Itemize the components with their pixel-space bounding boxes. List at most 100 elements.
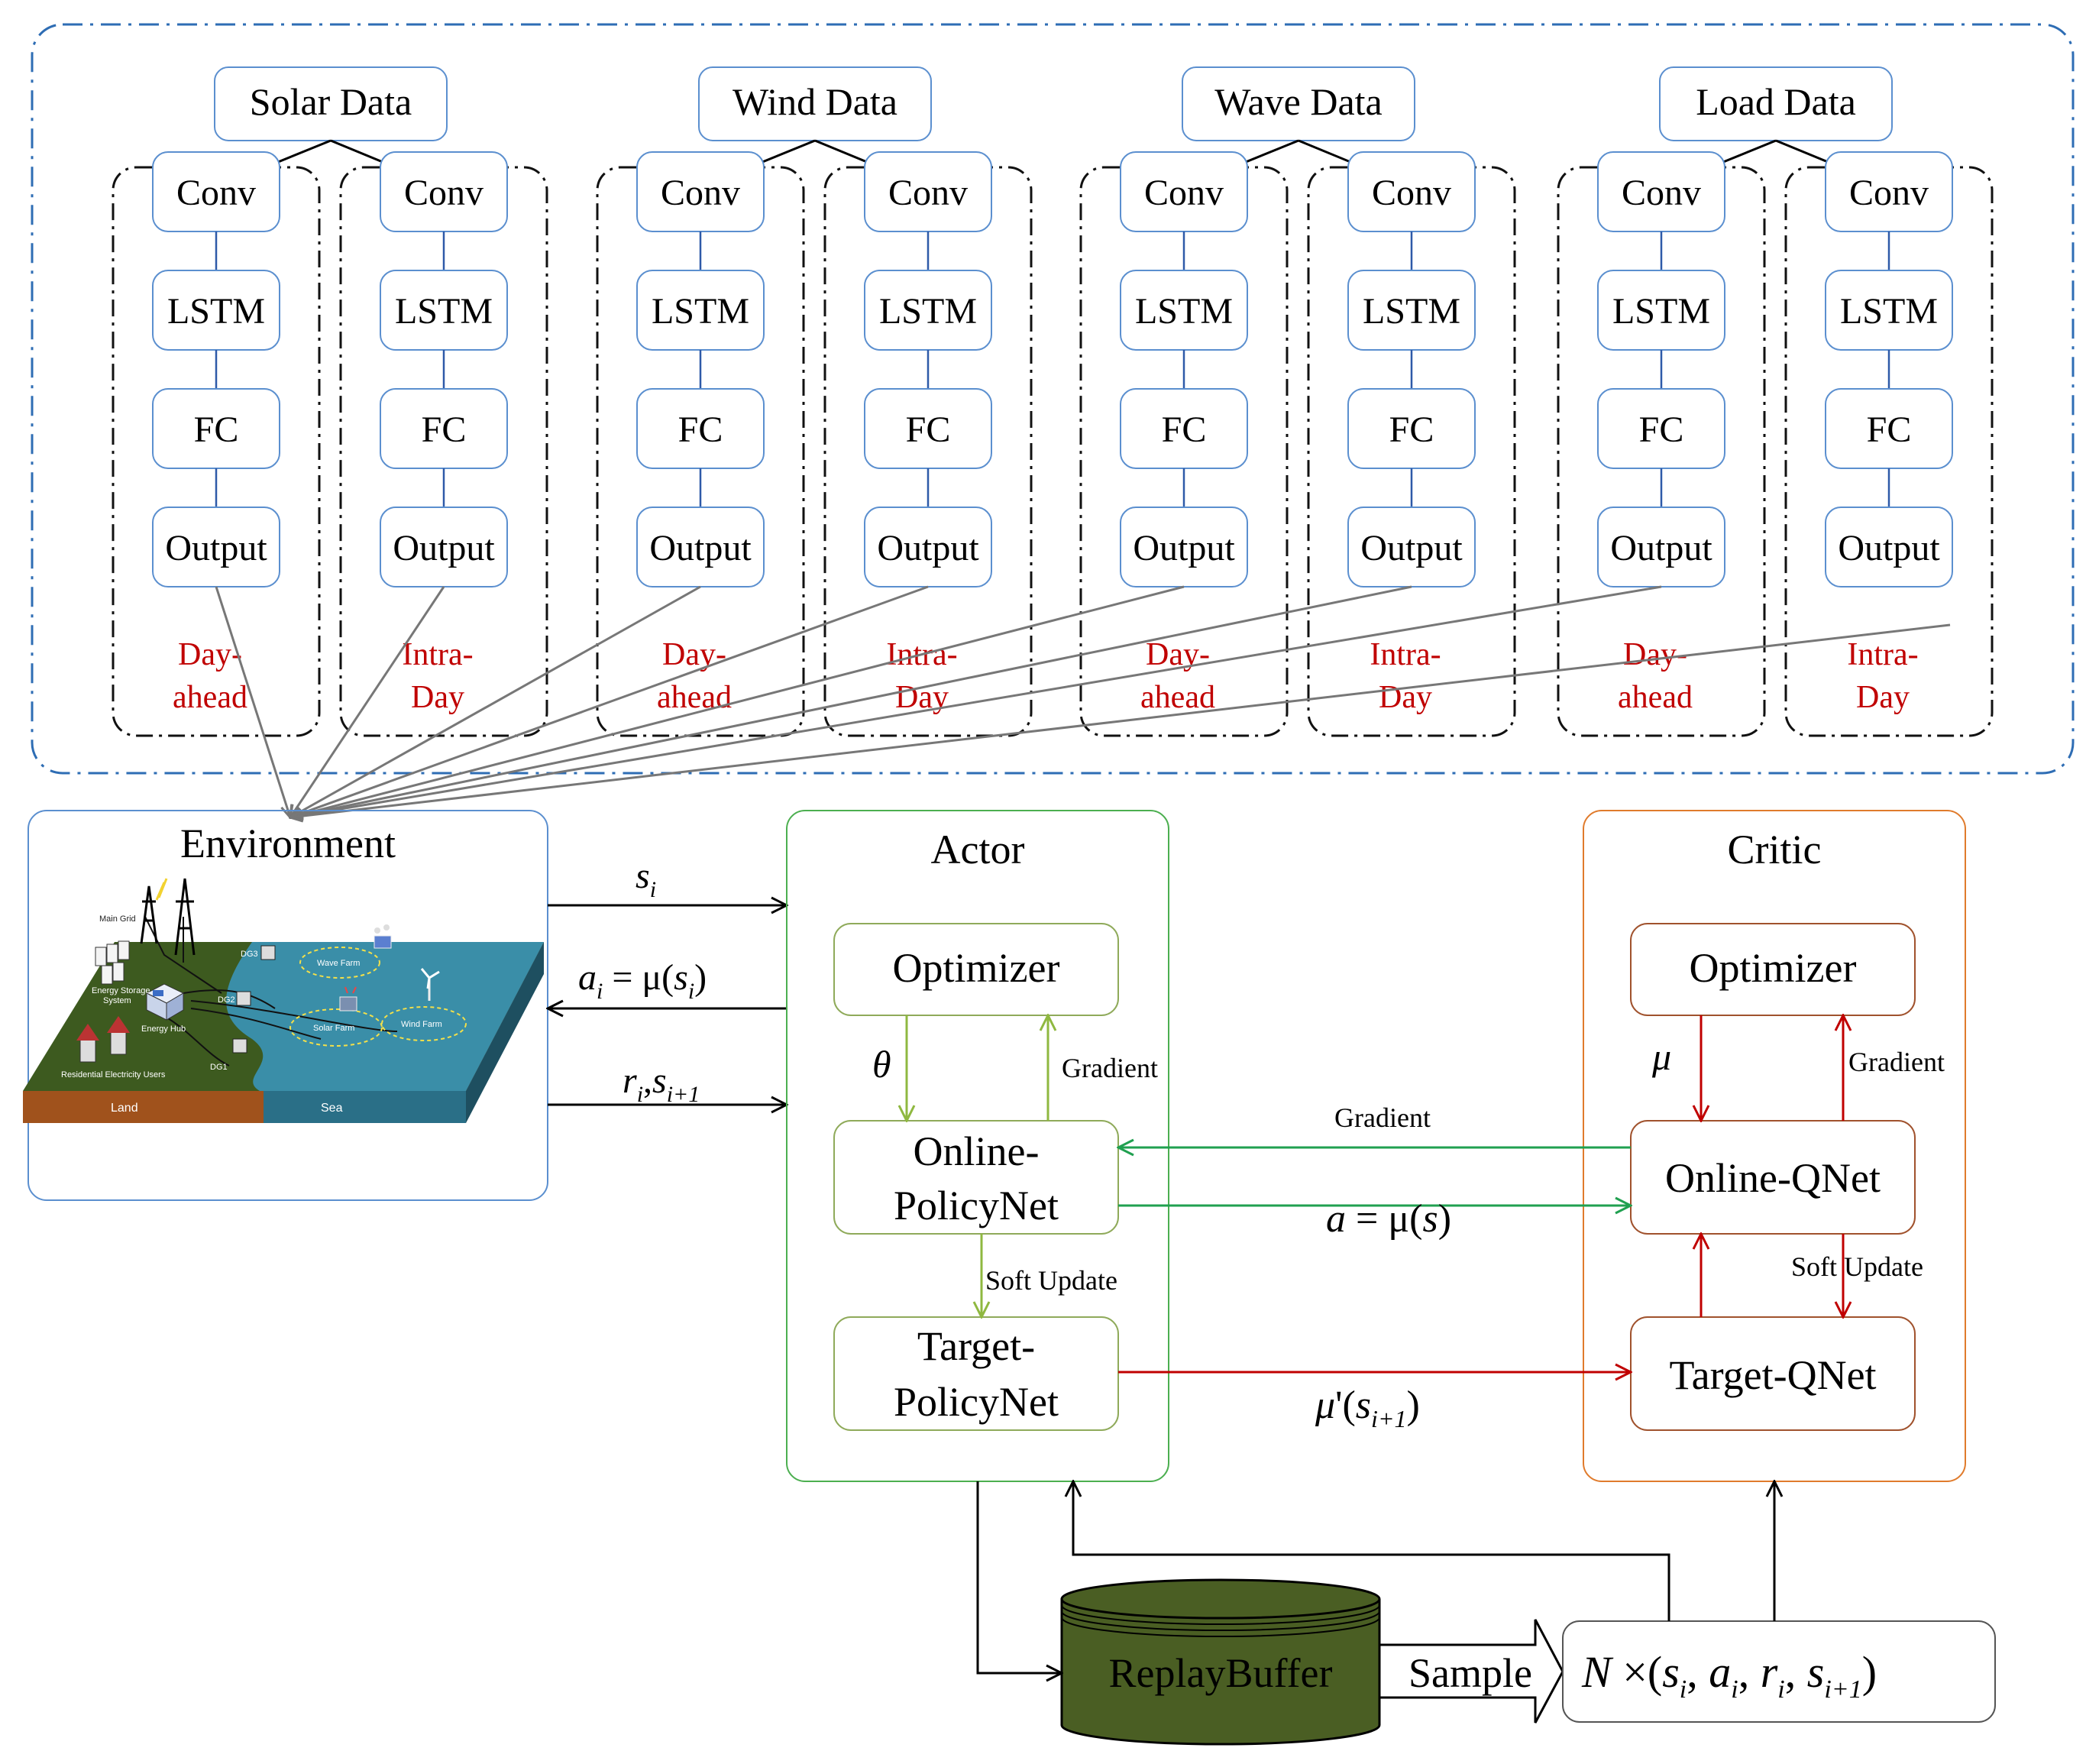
map-label-dg3: DG3 [241,950,258,959]
solar-panel-icon [339,986,357,1011]
actor-soft-update-label: Soft Update [985,1265,1117,1296]
wind-turbine-icon [420,968,440,1001]
horizon-label: Day [411,680,464,715]
map-label-energy-storage-2: System [103,996,131,1005]
layer-label-lstm: LSTM [879,291,977,332]
layer-label-output: Output [1610,528,1712,568]
output-to-environment-arrow [290,586,445,817]
source-label-3: Load Data [1696,80,1856,123]
map-label-energy-storage: Energy Storage [92,986,150,995]
replay-buffer-cylinder [1060,1578,1381,1746]
dg3-icon [260,945,276,960]
output-to-environment-arrow [290,585,929,817]
critic-gradient-label: Gradient [1848,1047,1945,1077]
source-label-0: Solar Data [250,80,412,123]
layer-label-output: Output [165,528,267,568]
horizon-label: ahead [1618,680,1693,715]
online-policynet-label-1: Online- [914,1128,1040,1174]
action-link-label: a = μ(s) [1326,1197,1451,1241]
layer-label-conv: Conv [661,173,740,213]
output-to-environment-arrow [290,623,1951,817]
layer-label-conv: Conv [888,173,968,213]
horizon-label: Day- [178,637,242,672]
map-label-wave-farm: Wave Farm [317,959,360,968]
sampled-batch-box [1562,1620,1996,1723]
map-label-land: Land [111,1102,138,1115]
wind-farm-zone [381,1006,467,1041]
wave-device-icon [374,924,392,949]
output-to-environment-arrow [215,586,290,817]
layer-label-output: Output [393,528,495,568]
online-policynet-label-2: PolicyNet [894,1183,1059,1228]
battery-icon [95,940,130,985]
layer-label-conv: Conv [176,173,256,213]
target-qnet-label: Target-QNet [1669,1352,1876,1398]
mu-label: μ [1651,1035,1671,1078]
layer-label-conv: Conv [1849,173,1929,213]
dg1-icon [232,1038,247,1054]
sample-label: Sample [1408,1650,1532,1696]
horizon-label: Day- [662,637,726,672]
layer-label-fc: FC [1162,409,1207,450]
horizon-label: ahead [657,680,732,715]
horizon-label: Intra- [1847,637,1918,672]
microgrid-map: Main Grid DG3 DG2 DG1 Energy Storage Sys… [23,878,544,1123]
layer-label-output: Output [1133,528,1235,568]
layer-label-lstm: LSTM [1363,291,1460,332]
horizon-label: Day- [1623,637,1687,672]
source-label-2: Wave Data [1214,80,1382,123]
online-policynet-box [833,1120,1119,1235]
layer-box-output [1825,507,1953,587]
batch-to-actor-arrow [1073,1481,1670,1621]
actor-to-buffer-arrow [976,1481,1062,1673]
theta-label: θ [872,1043,891,1086]
map-label-sea: Sea [321,1102,343,1115]
target-link-label: μ'(si+1) [1315,1384,1420,1432]
map-label-solar-farm: Solar Farm [313,1024,354,1033]
output-to-environment-arrow [290,585,1662,817]
layer-label-fc: FC [678,409,723,450]
output-to-environment-arrow [290,585,1185,817]
layer-label-conv: Conv [1622,173,1701,213]
online-qnet-box [1630,1120,1916,1235]
horizon-label: ahead [1140,680,1215,715]
horizon-label: Day [895,680,949,715]
horizon-label: Day- [1146,637,1210,672]
output-to-environment-arrow [290,585,1412,817]
replay-buffer-label: ReplayBuffer [1109,1650,1333,1696]
residential-house-icon [76,1016,130,1063]
layer-label-lstm: LSTM [1840,291,1938,332]
reward-label: ri,si+1 [623,1060,700,1107]
critic-title: Critic [1728,827,1822,872]
actor-optimizer-box [833,923,1119,1016]
critic-optimizer-box [1630,923,1916,1016]
source-label-1: Wind Data [733,80,897,123]
horizon-label: Intra- [1370,637,1441,672]
layer-label-conv: Conv [1372,173,1451,213]
map-label-energy-hub: Energy Hub [141,1024,186,1034]
actor-gradient-label: Gradient [1062,1053,1158,1083]
sampled-batch-label: N ×(si, ai, ri, si+1) [1581,1647,1877,1704]
dg2-icon [236,991,251,1006]
layer-label-fc: FC [422,409,467,450]
solar-farm-zone [289,1008,383,1047]
target-policynet-label-1: Target- [917,1323,1035,1369]
layer-label-lstm: LSTM [167,291,265,332]
action-label: ai = μ(si) [578,957,707,1004]
layer-label-conv: Conv [1144,173,1224,213]
environment-title: Environment [180,821,396,866]
critic-soft-update-label: Soft Update [1791,1251,1923,1282]
output-to-environment-arrow [290,585,701,817]
layer-label-lstm: LSTM [395,291,493,332]
layer-label-output: Output [649,528,752,568]
layer-label-output: Output [1838,528,1940,568]
map-label-dg2: DG2 [218,995,235,1005]
wave-farm-zone [299,947,380,979]
layer-label-lstm: LSTM [652,291,749,332]
layer-label-lstm: LSTM [1135,291,1233,332]
actor-optimizer-label: Optimizer [893,945,1060,991]
layer-label-fc: FC [194,409,239,450]
online-qnet-label: Online-QNet [1665,1155,1881,1201]
state-label: si [636,856,656,902]
